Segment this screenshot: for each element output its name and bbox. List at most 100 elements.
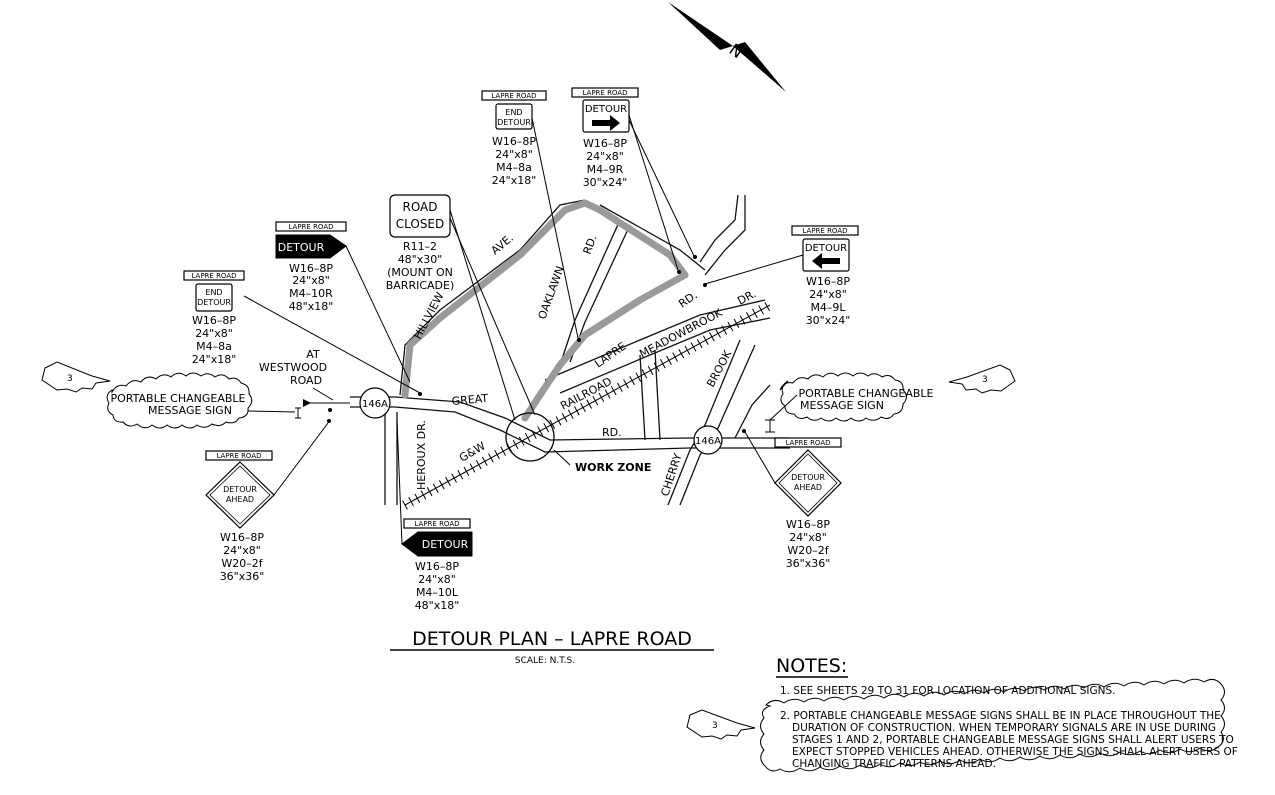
svg-text:W20–2f: W20–2f [221, 557, 263, 570]
label-railroad: RAILROAD [558, 375, 614, 413]
svg-text:LAPRE ROAD: LAPRE ROAD [288, 223, 333, 231]
svg-text:M4–9R: M4–9R [587, 163, 624, 176]
pcms-right: PORTABLE CHANGEABLE MESSAGE SIGN [765, 372, 934, 433]
svg-text:36"x36": 36"x36" [220, 570, 265, 583]
plan-scale: SCALE: N.T.S. [515, 656, 575, 666]
svg-text:LAPRE ROAD: LAPRE ROAD [582, 89, 627, 97]
svg-text:DETOUR: DETOUR [422, 538, 469, 551]
svg-text:W20–2f: W20–2f [787, 544, 829, 557]
note-1: 1. SEE SHEETS 29 TO 31 FOR LOCATION OF A… [780, 685, 1115, 697]
work-zone-circle [505, 412, 555, 462]
svg-text:MESSAGE SIGN: MESSAGE SIGN [800, 399, 884, 412]
sign-road-closed: ROAD CLOSED R11–2 48"x30" (MOUNT ON BARR… [386, 194, 455, 292]
svg-text:24"x8": 24"x8" [495, 148, 533, 161]
svg-text:M4–10L: M4–10L [416, 586, 459, 599]
svg-text:3: 3 [982, 375, 988, 385]
svg-text:48"x30": 48"x30" [398, 253, 443, 266]
svg-text:LAPRE ROAD: LAPRE ROAD [491, 92, 536, 100]
sign-detour-arrow-left: LAPRE ROAD DETOUR W16–8P 24"x8" M4–9L 30… [791, 225, 859, 327]
sign-detour-right-black: LAPRE ROAD DETOUR W16–8P 24"x8" M4–10R 4… [275, 221, 347, 313]
label-oaklawn-rd: RD. [581, 233, 600, 256]
label-meadowbrook-dr: DR. [735, 287, 758, 308]
svg-text:AHEAD: AHEAD [226, 495, 254, 504]
sign-detour-left-black: LAPRE ROAD DETOUR W16–8P 24"x8" M4–10L 4… [401, 518, 473, 612]
note-2-line-3: STAGES 1 AND 2, PORTABLE CHANGEABLE MESS… [792, 734, 1234, 746]
svg-text:146A: 146A [362, 399, 388, 410]
svg-text:END: END [205, 288, 222, 297]
note-2-line-5: CHANGING TRAFFIC PATTERNS AHEAD. [792, 758, 996, 770]
svg-text:R11–2: R11–2 [403, 240, 437, 253]
label-lapre-rd: RD. [676, 289, 700, 311]
note-2-line-1: 2. PORTABLE CHANGEABLE MESSAGE SIGNS SHA… [780, 710, 1221, 722]
work-zone-label: WORK ZONE [575, 461, 651, 474]
svg-text:W16–8P: W16–8P [289, 262, 333, 275]
svg-text:DETOUR: DETOUR [791, 473, 825, 482]
svg-text:BARRICADE): BARRICADE) [386, 279, 455, 292]
label-at: AT [306, 348, 320, 361]
sign-end-detour-left: LAPRE ROAD END DETOUR W16–8P 24"x8" M4–8… [183, 270, 245, 366]
svg-text:24"x8": 24"x8" [292, 274, 330, 287]
svg-text:DETOUR: DETOUR [585, 104, 627, 115]
label-westwood-road: ROAD [290, 374, 322, 387]
svg-text:AHEAD: AHEAD [794, 483, 822, 492]
plan-title: DETOUR PLAN – LAPRE ROAD [412, 628, 692, 650]
svg-text:LAPRE ROAD: LAPRE ROAD [414, 520, 459, 528]
hand-pointer-icon-notes: 3 [686, 709, 756, 740]
svg-text:LAPRE ROAD: LAPRE ROAD [191, 272, 236, 280]
svg-text:W16–8P: W16–8P [786, 518, 830, 531]
svg-text:36"x36": 36"x36" [786, 557, 831, 570]
svg-text:M4–10R: M4–10R [289, 287, 333, 300]
railroad-track [402, 301, 771, 510]
svg-text:3: 3 [712, 721, 718, 731]
svg-text:LAPRE ROAD: LAPRE ROAD [216, 452, 261, 460]
svg-text:30"x24": 30"x24" [583, 176, 628, 189]
note-2-line-4: EXPECT STOPPED VEHICLES AHEAD. OTHERWISE… [792, 746, 1238, 758]
label-oaklawn: OAKLAWN [536, 264, 567, 321]
route-shield-right: 146A [693, 425, 723, 455]
svg-text:(MOUNT ON: (MOUNT ON [387, 266, 453, 279]
svg-text:MESSAGE SIGN: MESSAGE SIGN [148, 404, 232, 417]
north-arrow-icon: N [668, 2, 786, 92]
svg-text:DETOUR: DETOUR [805, 243, 847, 254]
svg-text:W16–8P: W16–8P [806, 275, 850, 288]
label-heroux: HEROUX DR. [415, 420, 428, 490]
label-great: GREAT [451, 392, 489, 408]
svg-text:W16–8P: W16–8P [492, 135, 536, 148]
svg-text:W16–8P: W16–8P [583, 137, 627, 150]
sign-detour-arrow-top: LAPRE ROAD DETOUR W16–8P 24"x8" M4–9R 30… [571, 87, 639, 189]
svg-text:48"x18": 48"x18" [415, 599, 460, 612]
svg-text:W16–8P: W16–8P [220, 531, 264, 544]
svg-text:24"x8": 24"x8" [789, 531, 827, 544]
svg-text:END: END [505, 108, 522, 117]
hand-pointer-icon-right: 3 [948, 364, 1016, 394]
svg-text:146A: 146A [695, 436, 721, 447]
label-brook: BROOK [704, 348, 734, 390]
svg-text:24"x8": 24"x8" [223, 544, 261, 557]
sign-end-detour-top: LAPRE ROAD END DETOUR W16–8P 24"x8" M4–8… [481, 90, 547, 187]
notes-heading: NOTES: [776, 655, 847, 677]
svg-text:DETOUR: DETOUR [223, 485, 257, 494]
note-2-line-2: DURATION OF CONSTRUCTION. WHEN TEMPORARY… [792, 722, 1216, 734]
svg-text:24"x18": 24"x18" [192, 353, 237, 366]
sign-detour-ahead-left: LAPRE ROAD DETOUR AHEAD W16–8P 24"x8" W2… [205, 450, 275, 583]
svg-text:24"x8": 24"x8" [195, 327, 233, 340]
svg-text:DETOUR: DETOUR [497, 118, 531, 127]
svg-text:ROAD: ROAD [402, 200, 437, 214]
svg-text:W16–8P: W16–8P [415, 560, 459, 573]
pcms-left: PORTABLE CHANGEABLE MESSAGE SIGN [106, 372, 301, 429]
note-2-cloud: 2. PORTABLE CHANGEABLE MESSAGE SIGNS SHA… [760, 678, 1238, 773]
label-westwood: WESTWOOD [259, 361, 327, 374]
label-great-rd: RD. [602, 426, 622, 439]
svg-text:PORTABLE CHANGEABLE: PORTABLE CHANGEABLE [111, 392, 246, 405]
svg-text:24"x8": 24"x8" [586, 150, 624, 163]
svg-text:M4–9L: M4–9L [810, 301, 846, 314]
route-shield-left: 146A [359, 387, 391, 419]
svg-text:24"x8": 24"x8" [809, 288, 847, 301]
svg-text:DETOUR: DETOUR [278, 241, 325, 254]
svg-text:M4–8a: M4–8a [496, 161, 532, 174]
label-meadowbrook: MEADOWBROOK [637, 306, 725, 361]
hand-pointer-icon-left: 3 [41, 361, 111, 393]
svg-text:48"x18": 48"x18" [289, 300, 334, 313]
svg-text:24"x8": 24"x8" [418, 573, 456, 586]
